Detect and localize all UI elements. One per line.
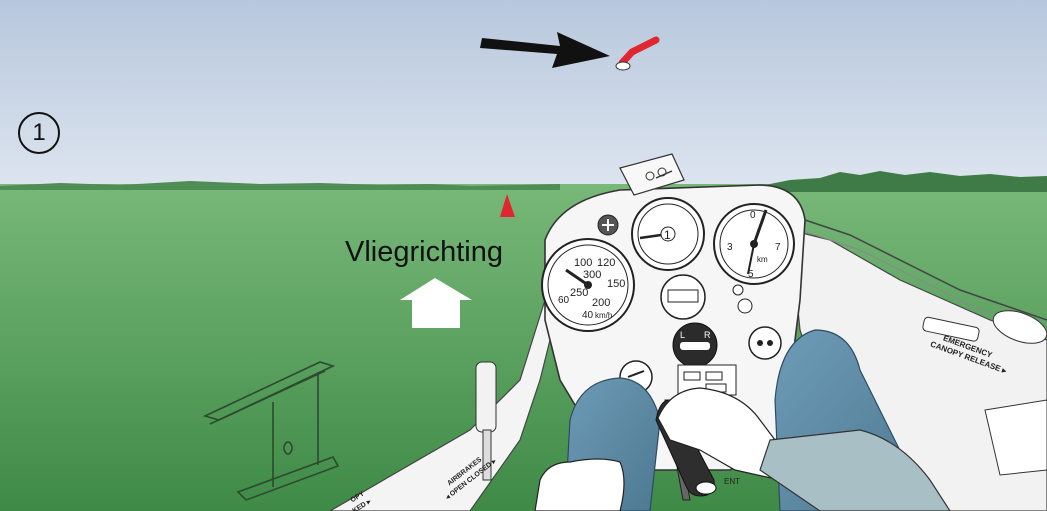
svg-text:250: 250	[570, 287, 588, 299]
pilot-left-hand	[534, 458, 625, 511]
tree-line-right	[760, 171, 1047, 192]
svg-text:km: km	[757, 255, 768, 264]
canopy-window-frame	[202, 361, 340, 501]
svg-text:1: 1	[664, 228, 671, 242]
panel-knob-left[interactable]	[597, 214, 619, 236]
svg-text:200: 200	[592, 297, 610, 309]
trim-indicator: L R	[672, 322, 718, 368]
svg-text:km/h: km/h	[595, 311, 612, 320]
panel-switch[interactable]	[737, 298, 753, 314]
tow-plane	[615, 61, 631, 71]
sky	[0, 0, 1047, 190]
svg-text:40: 40	[582, 310, 594, 321]
tow-rope	[618, 36, 660, 67]
svg-text:5: 5	[748, 269, 754, 280]
svg-text:120: 120	[597, 257, 615, 269]
tree-line	[0, 181, 560, 190]
svg-text:150: 150	[607, 278, 625, 290]
compass	[619, 153, 685, 196]
svg-text:300: 300	[583, 269, 601, 281]
svg-text:60: 60	[558, 295, 570, 306]
step-number-badge: 1	[18, 112, 60, 154]
emergency-canopy-lever[interactable]	[922, 304, 1047, 349]
svg-text:100: 100	[574, 257, 592, 269]
altimeter-knob[interactable]	[732, 284, 744, 296]
turn-indicator	[660, 274, 706, 320]
side-pocket	[984, 399, 1047, 476]
airspeed-indicator: 100 120 150 200 250 300 60 40 km/h	[541, 238, 635, 332]
svg-text:3: 3	[727, 242, 733, 253]
right-canopy-rail	[789, 214, 1047, 321]
flight-direction-arrow	[400, 278, 472, 328]
right-panel-knob[interactable]	[748, 326, 782, 360]
flight-direction-label: Vliegrichting	[345, 236, 503, 268]
pilot-right-sleeve	[759, 429, 951, 511]
red-direction-marker	[500, 194, 515, 217]
svg-text:ENT: ENT	[724, 477, 740, 486]
svg-text:R: R	[704, 330, 711, 340]
svg-text:L: L	[680, 330, 685, 340]
airbrake-lever[interactable]	[475, 361, 497, 481]
variometer: 1	[631, 197, 705, 271]
svg-text:0: 0	[750, 210, 756, 221]
altimeter: 0 3 5 7 km	[713, 203, 795, 285]
svg-text:7: 7	[775, 242, 781, 253]
pointer-arrow	[480, 32, 610, 68]
